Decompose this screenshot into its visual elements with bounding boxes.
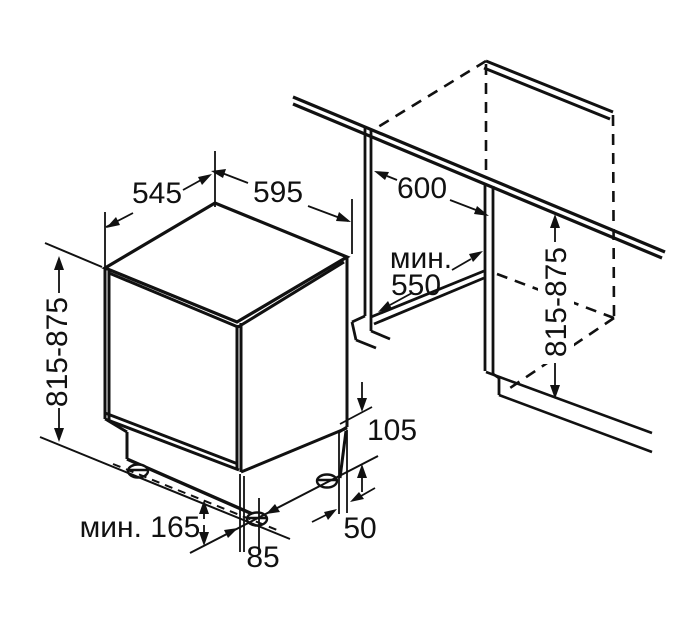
label-top-width: 595: [253, 176, 303, 209]
label-niche-depth-value: 550: [391, 269, 441, 302]
label-niche-width: 600: [397, 172, 447, 205]
dimension-recess-min: мин. 165: [80, 500, 209, 546]
dimension-niche-width: 600: [374, 171, 489, 216]
dimension-rear-gap: 50: [311, 487, 377, 545]
label-right-height: 815-875: [540, 247, 573, 357]
niche-left-panel: [350, 127, 391, 350]
label-base-height: 105: [367, 414, 417, 447]
dishwasher-outline: [101, 201, 351, 518]
label-left-height: 815-875: [41, 297, 74, 407]
floor-line-left: [39, 242, 291, 540]
rear-extension-lines: [338, 406, 373, 514]
label-rear-gap: 50: [343, 512, 376, 545]
dimension-niche-depth: мин. 550: [378, 242, 483, 312]
dimension-top-width: 595: [211, 169, 353, 254]
label-recess-min: мин. 165: [80, 511, 201, 544]
front-extension-lines: [239, 474, 260, 553]
label-foot-inset: 85: [246, 541, 279, 574]
dimension-top-depth: 545: [104, 151, 216, 267]
dimension-left-height: 815-875: [41, 256, 74, 442]
dimension-base-height: 105: [357, 382, 417, 492]
floor-line-right: [485, 370, 653, 454]
dimension-right-height: 815-875: [538, 214, 574, 399]
label-backplate: [538, 238, 574, 364]
label-top-depth: 545: [132, 177, 182, 210]
label-niche-depth-min: мин.: [390, 242, 452, 275]
feet-clearance-dashed: [112, 463, 278, 531]
countertop-line: [292, 95, 666, 260]
dimension-foot-inset: 85: [224, 504, 280, 574]
